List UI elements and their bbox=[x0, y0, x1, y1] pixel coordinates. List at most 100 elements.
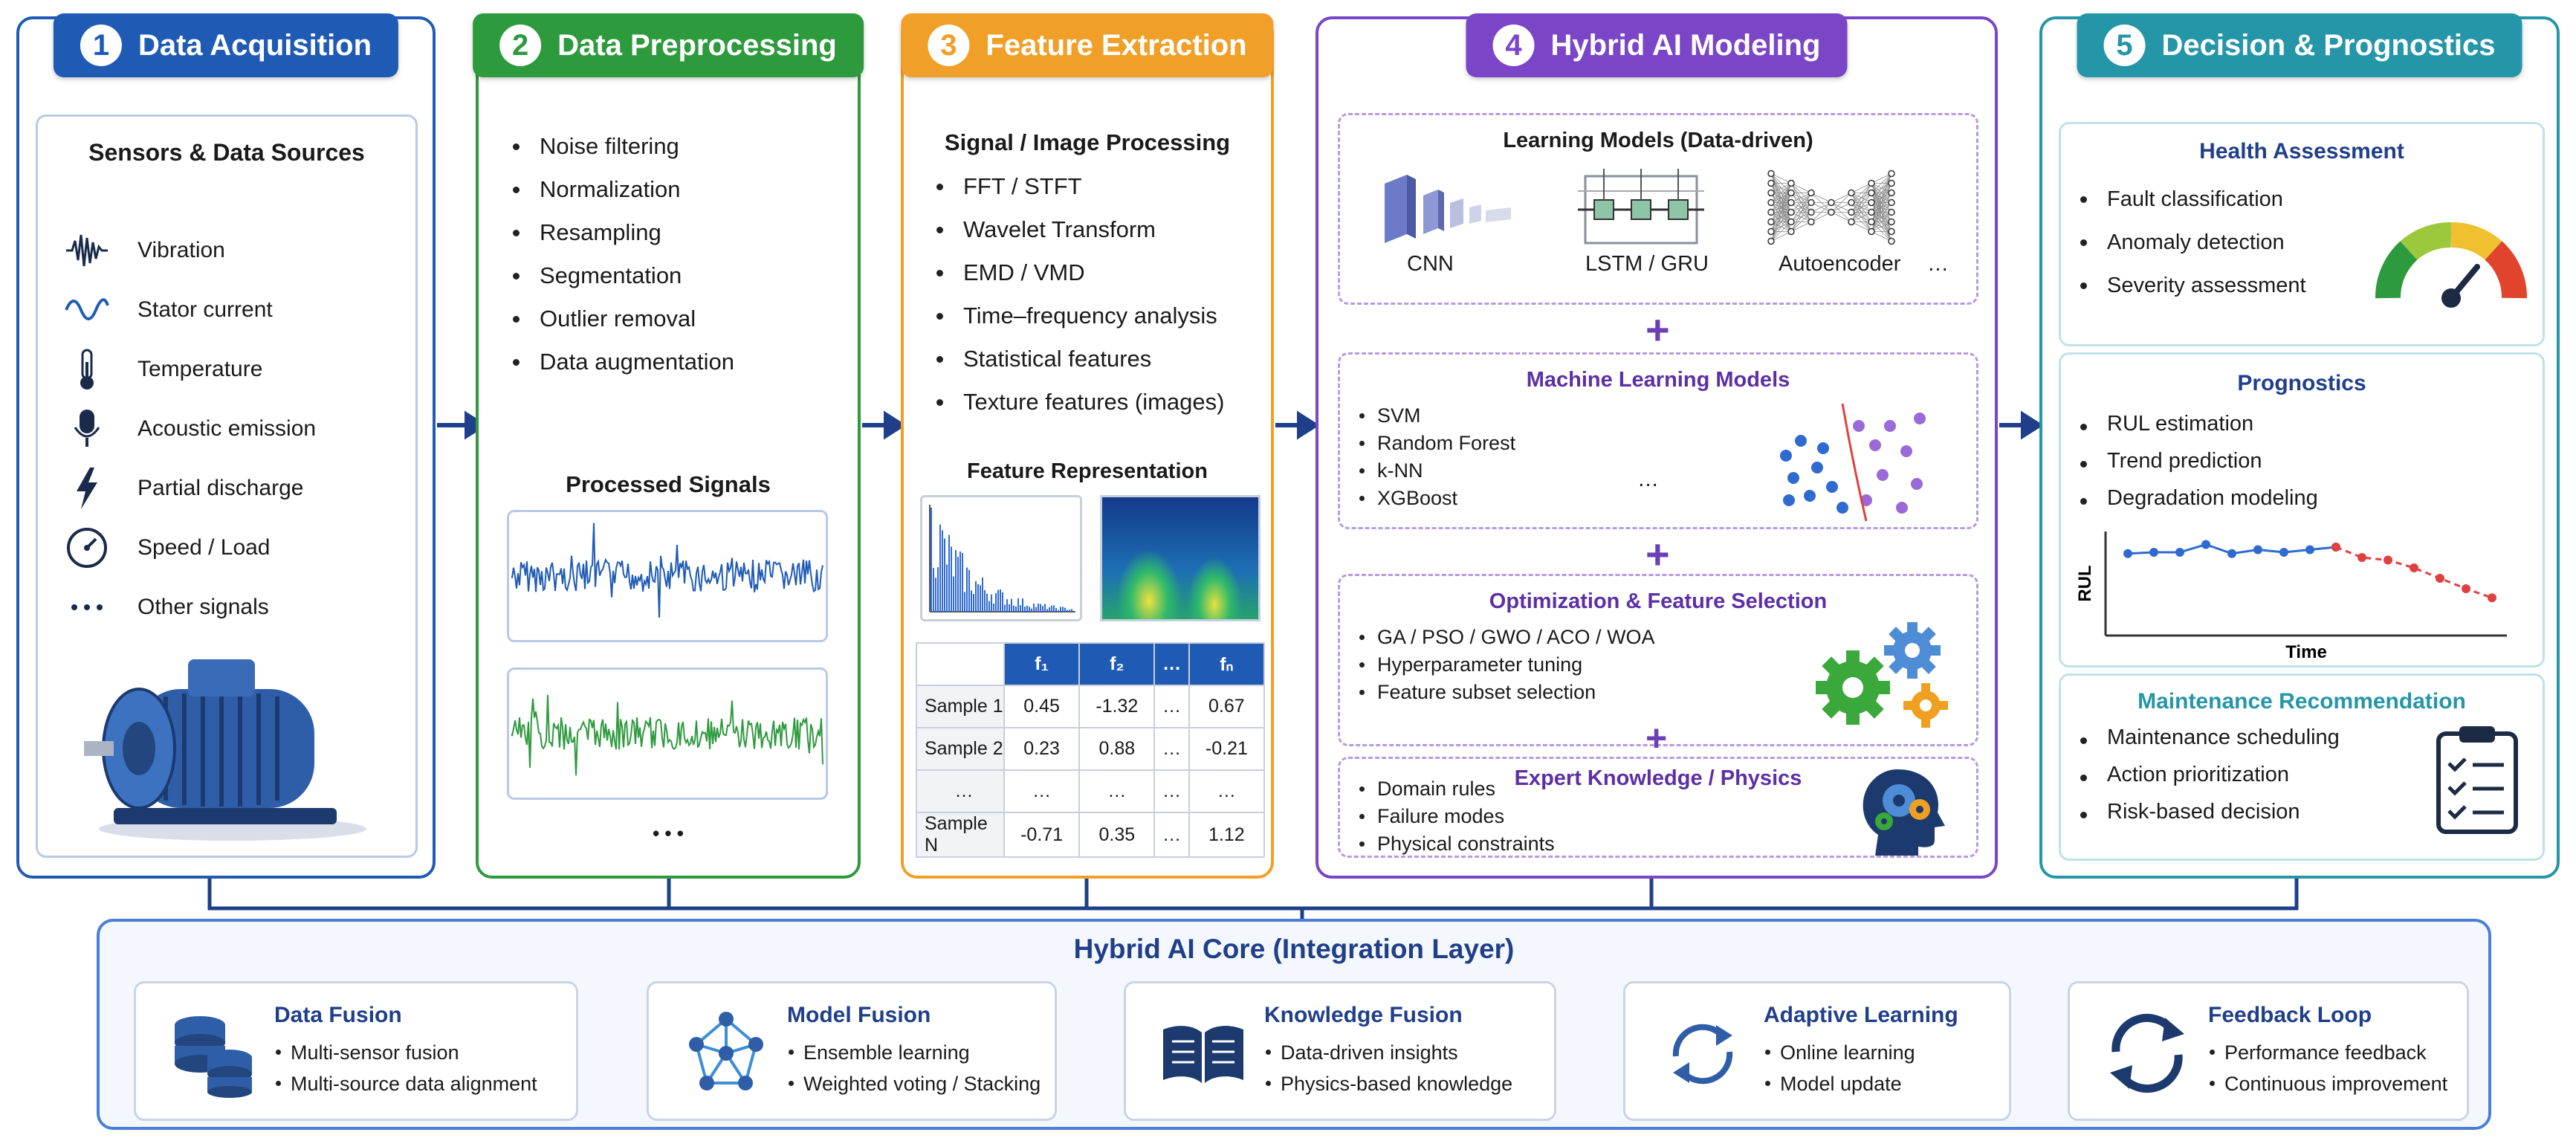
ae-node bbox=[1888, 179, 1895, 187]
ae-edge bbox=[1810, 193, 1832, 203]
ae-edge bbox=[1831, 193, 1852, 213]
panel-feature-extraction: 3 Feature Extraction Signal / Image Proc… bbox=[901, 13, 1274, 879]
panel-decision-prognostics: 5 Decision & Prognostics Health Assessme… bbox=[2039, 13, 2560, 879]
list-item: Physics-based knowledge bbox=[1264, 1068, 1512, 1099]
sensor-list: Vibration Stator current Temperature Aco… bbox=[65, 221, 316, 637]
scatter-point bbox=[1780, 450, 1792, 462]
scatter-point bbox=[1911, 478, 1923, 490]
maintenance-box: Maintenance Recommendation Maintenance s… bbox=[2059, 673, 2545, 861]
ae-edge bbox=[1770, 183, 1792, 222]
ae-edge bbox=[1851, 193, 1872, 222]
scatter-point bbox=[1836, 502, 1848, 514]
ae-node bbox=[1828, 198, 1835, 207]
ae-edge bbox=[1851, 183, 1872, 193]
list-item: GA / PSO / GWO / ACO / WOA bbox=[1356, 624, 1655, 651]
panel-hybrid-ai-modeling: 4 Hybrid AI Modeling Learning Models (Da… bbox=[1315, 13, 1998, 879]
dots-icon bbox=[65, 585, 109, 630]
sensor-label: Vibration bbox=[137, 238, 225, 262]
ae-edge bbox=[1810, 212, 1832, 222]
scatter-point bbox=[1783, 494, 1795, 506]
signal-trace bbox=[511, 523, 823, 618]
list-item: Severity assessment bbox=[2076, 264, 2306, 307]
ae-node bbox=[1868, 179, 1875, 187]
ae-edge bbox=[1790, 193, 1812, 232]
core-title: Hybrid AI Core (Integration Layer) bbox=[1073, 934, 1515, 964]
feature-table: f₁ f₂ … fₙ Sample 1 0.45 -1.32 … 0.67 Sa… bbox=[916, 642, 1266, 858]
data-point bbox=[2175, 548, 2184, 557]
list-item: Performance feedback bbox=[2208, 1037, 2447, 1068]
row-header: Sample 1 bbox=[916, 685, 1005, 728]
table-cell: 1.12 bbox=[1188, 812, 1266, 858]
list-item: Hyperparameter tuning bbox=[1356, 651, 1655, 679]
gauge-icon bbox=[2375, 222, 2527, 308]
signal-plot-blue bbox=[507, 510, 828, 642]
gears-icon bbox=[1816, 622, 1948, 728]
ae-edge bbox=[1810, 202, 1832, 213]
data-point bbox=[2201, 540, 2210, 549]
sensor-item: Vibration bbox=[65, 221, 316, 280]
database-icon bbox=[175, 1016, 252, 1098]
panel-data-acquisition: 1 Data Acquisition Sensors & Data Source… bbox=[16, 13, 436, 879]
ae-node bbox=[1868, 227, 1875, 236]
ae-edge bbox=[1831, 202, 1852, 213]
data-point bbox=[2253, 545, 2262, 555]
data-point bbox=[2384, 555, 2392, 565]
ae-edge bbox=[1871, 193, 1892, 232]
row-header: Sample N bbox=[916, 812, 1005, 858]
table-header: fₙ bbox=[1188, 642, 1266, 686]
ae-edge bbox=[1871, 212, 1892, 232]
table-header: f₁ bbox=[1003, 642, 1081, 686]
learning-models-box: Learning Models (Data-driven) CNN LSTM /… bbox=[1338, 113, 1978, 305]
list-item: Normalization bbox=[508, 168, 734, 211]
ae-node bbox=[1767, 227, 1775, 236]
network-icon bbox=[689, 1012, 763, 1090]
ae-node bbox=[1888, 189, 1895, 197]
step-number: 2 bbox=[499, 25, 542, 66]
ae-edge bbox=[1871, 173, 1892, 184]
table-row: Sample N -0.71 0.35 … 1.12 bbox=[916, 812, 1266, 858]
sensor-label: Stator current bbox=[137, 297, 273, 322]
ml-models-title: Machine Learning Models bbox=[1526, 368, 1790, 392]
list-item: Anomaly detection bbox=[2076, 221, 2306, 264]
table-row: … … … … … bbox=[916, 769, 1266, 813]
scatter-point bbox=[1884, 420, 1896, 432]
table-cell: 0.88 bbox=[1078, 727, 1156, 771]
sensor-label: Acoustic emission bbox=[137, 416, 317, 441]
cnn-icon bbox=[1385, 175, 1511, 243]
ae-edge bbox=[1871, 231, 1892, 242]
lstm-icon bbox=[1578, 169, 1704, 245]
sensor-item: Partial discharge bbox=[65, 459, 316, 518]
ae-edge bbox=[1851, 183, 1872, 203]
scatter-point bbox=[1826, 481, 1838, 493]
step-number: 4 bbox=[1492, 25, 1535, 66]
row-header: Sample 2 bbox=[916, 727, 1005, 771]
scatter-point bbox=[1869, 439, 1881, 451]
x-axis-label: Time bbox=[2285, 642, 2327, 662]
hybrid-ai-core-panel: Hybrid AI Core (Integration Layer) Data … bbox=[97, 919, 2491, 1130]
ae-edge bbox=[1770, 173, 1792, 184]
speedometer-icon bbox=[65, 526, 109, 570]
table-cell: … bbox=[1153, 769, 1190, 813]
ae-edge bbox=[1871, 202, 1892, 232]
microphone-icon bbox=[65, 407, 109, 451]
data-point bbox=[2436, 574, 2444, 583]
ae-node bbox=[1848, 218, 1855, 226]
signal-processing-title: Signal / Image Processing bbox=[944, 129, 1231, 155]
table-header: … bbox=[1153, 642, 1190, 686]
learning-models-title: Learning Models (Data-driven) bbox=[1503, 129, 1813, 152]
list-item: Feature subset selection bbox=[1356, 679, 1655, 706]
ae-node bbox=[1767, 218, 1775, 226]
model-label: Autoencoder bbox=[1779, 252, 1901, 276]
table-cell: -0.71 bbox=[1003, 812, 1081, 858]
core-box-title: Data Fusion bbox=[274, 1003, 402, 1027]
list-item: Risk-based decision bbox=[2076, 793, 2340, 830]
ae-edge bbox=[1790, 183, 1812, 193]
prognostics-box: Prognostics RUL estimation Trend predict… bbox=[2059, 352, 2545, 668]
ae-edge bbox=[1770, 183, 1792, 213]
list-item: Noise filtering bbox=[508, 125, 734, 168]
